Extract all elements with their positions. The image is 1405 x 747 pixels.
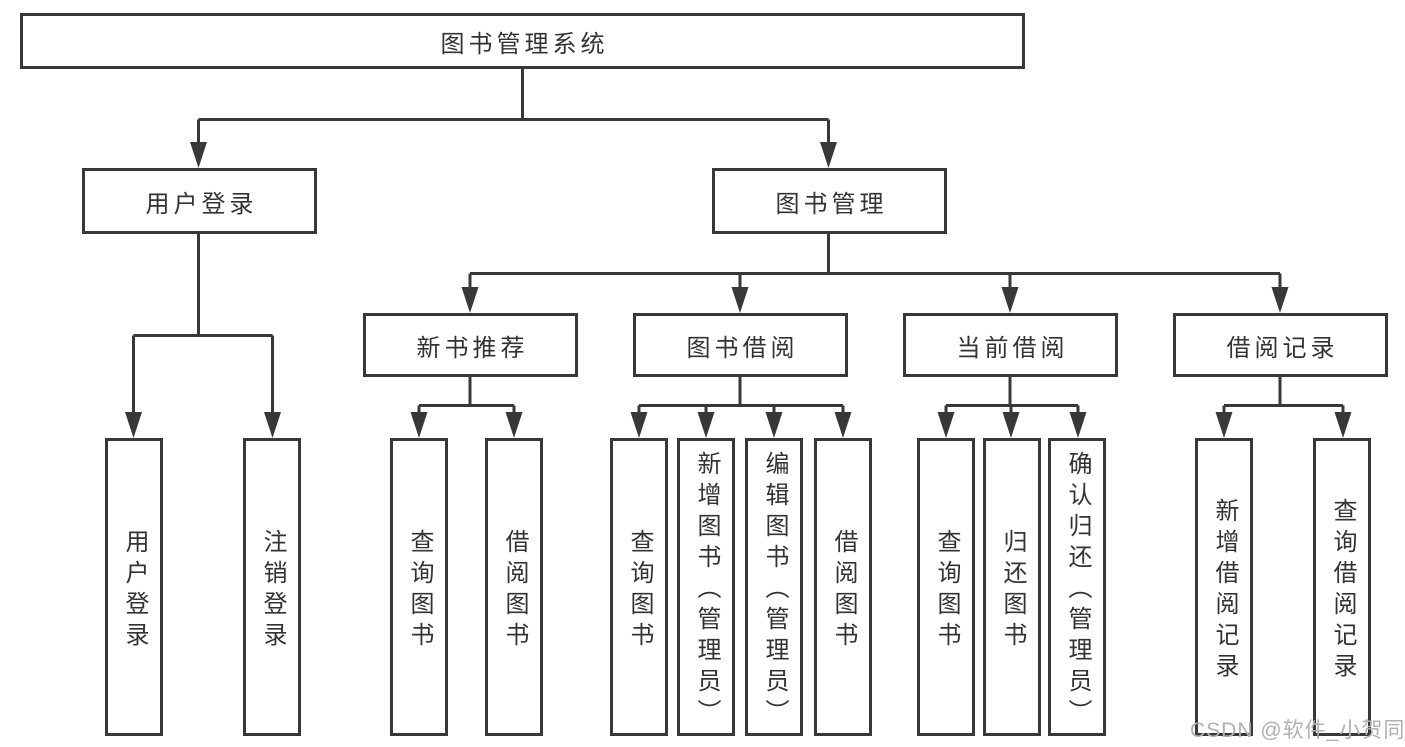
node-add-books-admin: 新增图书（管理员）	[677, 438, 735, 736]
node-label: 新增图书（管理员）	[693, 451, 720, 730]
node-label: 归还图书	[999, 528, 1026, 653]
node-borrow-books-borrowing: 借阅图书	[814, 438, 872, 736]
watermark: CSDN @软件_小贺同学	[1190, 719, 1405, 742]
node-label: 用户登录	[145, 190, 258, 218]
node-borrow-records: 借阅记录	[1173, 313, 1388, 377]
node-library-system: 图书管理系统	[20, 13, 1025, 69]
node-user-login: 用户登录	[82, 168, 317, 234]
node-label: 查询图书	[626, 528, 653, 653]
node-label: 图书借阅	[686, 334, 799, 362]
node-logout: 注销登录	[243, 438, 301, 736]
node-label: 借阅图书	[501, 528, 528, 653]
node-label: 借阅图书	[830, 528, 857, 653]
node-current-borrowing: 当前借阅	[903, 313, 1118, 377]
node-label: 查询借阅记录	[1329, 497, 1356, 684]
node-borrow-books-recommend: 借阅图书	[485, 438, 543, 736]
node-label: 新书推荐	[416, 334, 529, 362]
node-new-book-recommend: 新书推荐	[363, 313, 578, 377]
node-label: 图书管理	[775, 190, 888, 218]
node-add-borrow-record: 新增借阅记录	[1195, 438, 1253, 736]
node-label: 新增借阅记录	[1211, 497, 1238, 684]
node-label: 注销登录	[259, 528, 286, 653]
node-label: 查询图书	[933, 528, 960, 653]
node-login: 用户登录	[105, 438, 163, 736]
node-label: 图书管理系统	[440, 30, 609, 58]
node-query-books-recommend: 查询图书	[390, 438, 448, 736]
node-query-borrow-record: 查询借阅记录	[1313, 438, 1371, 736]
node-edit-books-admin: 编辑图书（管理员）	[745, 438, 803, 736]
node-label: 查询图书	[406, 528, 433, 653]
node-query-books-current: 查询图书	[917, 438, 975, 736]
node-return-books: 归还图书	[983, 438, 1041, 736]
node-query-books-borrowing: 查询图书	[610, 438, 668, 736]
node-label: 当前借阅	[956, 334, 1069, 362]
node-book-borrowing: 图书借阅	[633, 313, 848, 377]
node-book-management: 图书管理	[712, 168, 947, 234]
node-label: 确认归还（管理员）	[1064, 451, 1091, 730]
node-confirm-return-admin: 确认归还（管理员）	[1048, 438, 1106, 736]
node-label: 借阅记录	[1226, 334, 1339, 362]
node-label: 用户登录	[121, 528, 148, 653]
node-label: 编辑图书（管理员）	[761, 451, 788, 730]
